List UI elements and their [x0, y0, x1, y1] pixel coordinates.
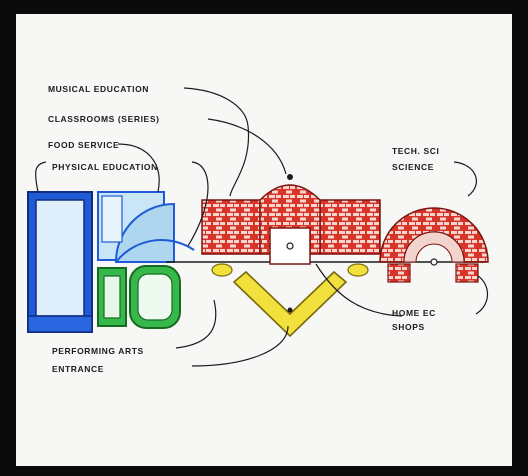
label-shops: SHOPS: [392, 322, 425, 332]
label-performing-arts: PERFORMING ARTS: [52, 346, 144, 356]
physical-education-block: [27, 191, 93, 333]
leader-lines: [35, 87, 489, 367]
school-layout-diagram: MUSICAL EDUCATION CLASSROOMS (SERIES) FO…: [27, 84, 489, 374]
diagram-frame: MUSICAL EDUCATION CLASSROOMS (SERIES) FO…: [16, 14, 512, 466]
label-physical-education: PHYSICAL EDUCATION: [52, 162, 158, 172]
label-music-education: MUSICAL EDUCATION: [48, 84, 149, 94]
food-service-block: [97, 191, 195, 263]
label-home-ec: HOME EC: [392, 308, 436, 318]
label-tech-sci: TECH. SCI: [392, 146, 439, 156]
label-entrance: ENTRANCE: [52, 364, 104, 374]
home-ec-block: [387, 263, 479, 283]
science-block: [379, 207, 489, 266]
entrance-block: [211, 263, 369, 338]
label-classrooms: CLASSROOMS (SERIES): [48, 114, 160, 124]
label-science: SCIENCE: [392, 162, 434, 172]
performing-arts-block: [97, 265, 181, 329]
label-food-service: FOOD SERVICE: [48, 140, 119, 150]
classrooms-block: [201, 174, 381, 265]
